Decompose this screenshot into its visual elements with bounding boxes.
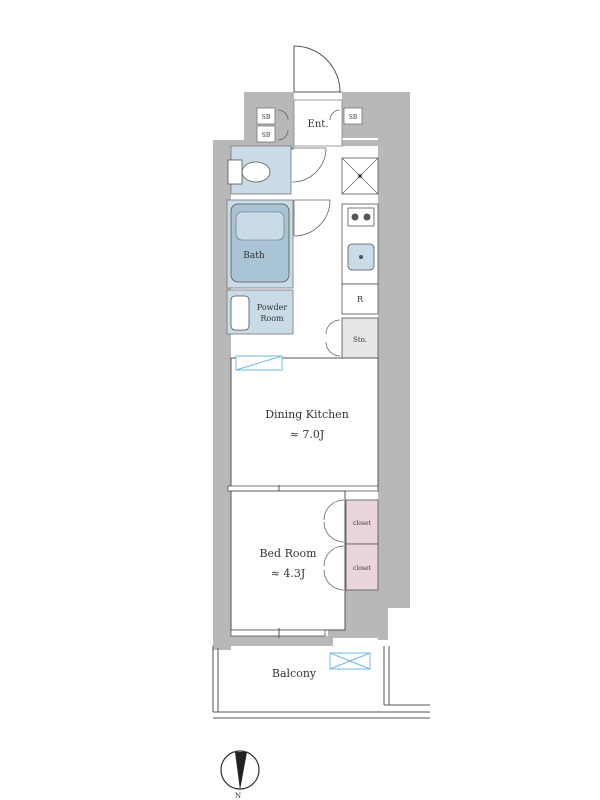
bed-room-name: Bed Room <box>259 547 317 560</box>
closet-label: closet <box>353 565 372 572</box>
closet-upper: closet <box>345 499 379 545</box>
wash-basin-icon <box>230 295 250 331</box>
compass: N <box>220 750 260 800</box>
shoe-box-right: SB <box>343 107 363 125</box>
bed-room <box>230 490 346 631</box>
bath-label: Bath <box>243 251 265 261</box>
bath-door <box>293 199 331 237</box>
powder-room-label-line1: Powder <box>257 303 288 312</box>
storage-label: Sto. <box>353 336 367 344</box>
fridge-space <box>341 283 379 315</box>
closet-lower: closet <box>345 543 379 591</box>
bathtub-inner <box>235 211 285 241</box>
shoe-box-label: SB <box>262 114 271 121</box>
closet-doors <box>323 499 345 591</box>
entrance-inner-swings <box>277 109 341 141</box>
fridge-label: R <box>357 295 364 304</box>
dining-kitchen-name: Dining Kitchen <box>265 408 349 421</box>
storage-doors <box>325 319 341 357</box>
dining-kitchen-size: ≈ 7.0J <box>290 428 325 441</box>
toilet-door <box>291 147 327 183</box>
shoe-box-left: SB SB <box>256 107 276 143</box>
entrance-area <box>293 99 343 147</box>
kitchen-counter <box>341 203 379 285</box>
washer-space <box>341 157 379 195</box>
entrance-label: Ent. <box>308 119 329 130</box>
stove-icon <box>347 207 375 227</box>
balcony-window <box>230 628 326 638</box>
dining-kitchen <box>230 357 379 489</box>
shoe-box-label: SB <box>349 114 358 121</box>
air-conditioner-unit <box>329 652 371 670</box>
closet-label: closet <box>353 520 372 527</box>
balcony-label: Balcony <box>272 667 317 680</box>
storage <box>341 317 379 359</box>
compass-needle-icon <box>235 752 247 790</box>
toilet-icon <box>227 159 271 185</box>
balcony <box>212 646 430 719</box>
powder-room-label-line2: Room <box>260 314 284 323</box>
bed-room-size: ≈ 4.3J <box>271 567 306 580</box>
entrance-door <box>293 45 342 93</box>
shoe-box-label: SB <box>262 132 271 139</box>
compass-label: N <box>235 792 241 800</box>
